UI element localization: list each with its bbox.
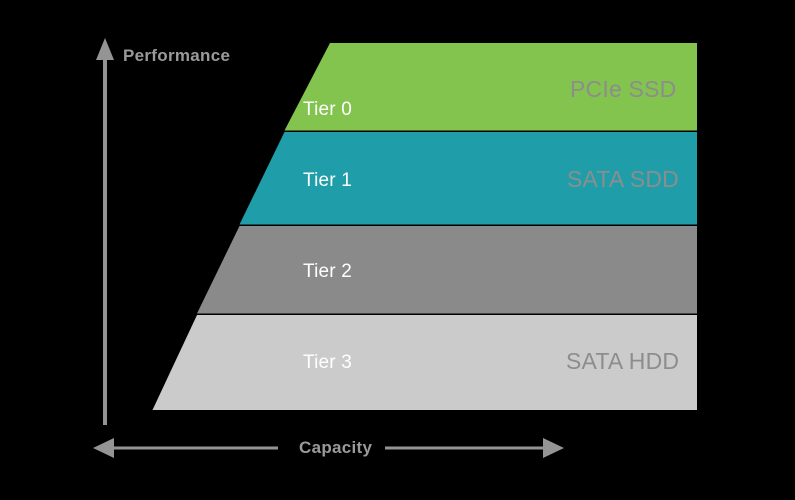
- performance-axis-label: Performance: [123, 46, 231, 65]
- tier-1-band: [239, 132, 697, 225]
- technology-label-tier-1: SATA SDD: [567, 166, 679, 192]
- technology-label-tier-3: SATA HDD: [566, 348, 680, 374]
- capacity-axis-arrow-right: [385, 438, 564, 458]
- tier-label-3: Tier 3: [303, 352, 353, 373]
- capacity-axis-label: Capacity: [299, 438, 373, 457]
- tier-0-band: [284, 43, 697, 131]
- capacity-axis-arrow-left: [93, 438, 278, 458]
- technology-label-tier-0: PCIe SSD: [570, 76, 677, 102]
- tier-2-band: [197, 226, 697, 314]
- tier-label-0: Tier 0: [303, 99, 353, 120]
- tier-label-1: Tier 1: [303, 170, 353, 191]
- performance-axis-arrow: [96, 38, 114, 425]
- tier-label-2: Tier 2: [303, 261, 353, 282]
- tier-3-band: [152, 315, 697, 410]
